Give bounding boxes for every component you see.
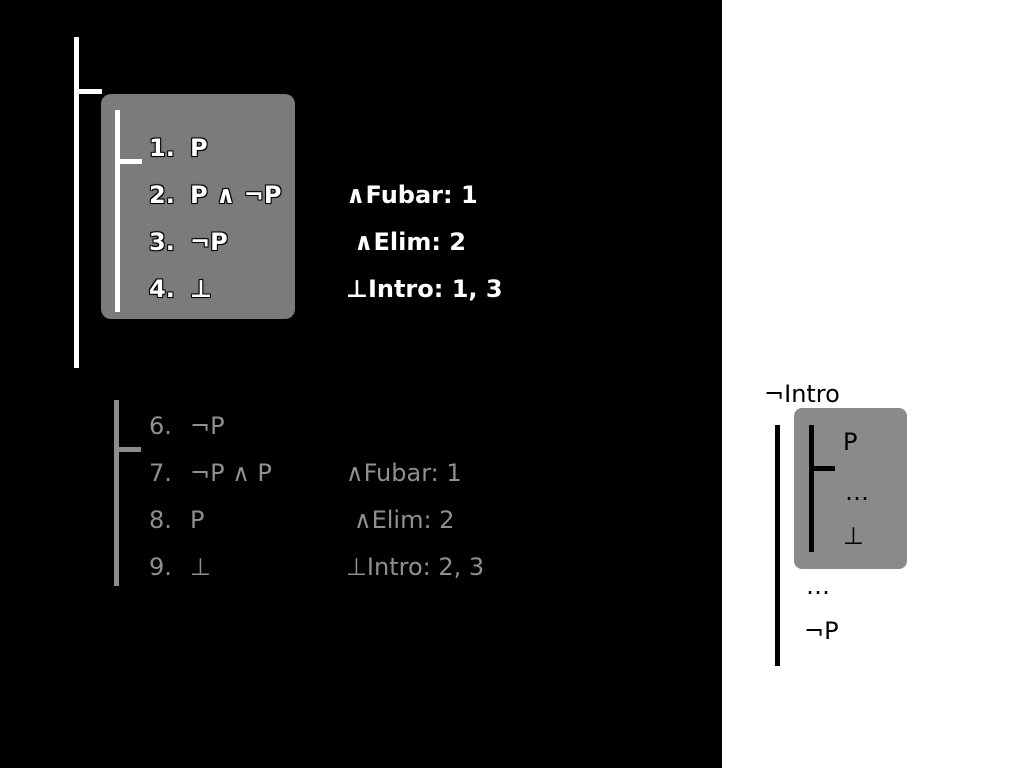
proof-line-3: 3. ¬P ∧Elim: 2: [0, 227, 720, 257]
formula: P: [190, 506, 205, 534]
formula: ¬P: [190, 228, 228, 256]
formula: P: [190, 134, 208, 162]
formula: ⊥: [190, 275, 212, 303]
proof-line-9: 9. ⊥ ⊥Intro: 2, 3: [0, 552, 720, 582]
rule-outer-ellipsis: …: [806, 572, 830, 600]
subproof-one-tick: [115, 159, 142, 164]
proof-line-2: 2. P ∧ ¬P ∧Fubar: 1: [0, 180, 720, 210]
proof-line-8: 8. P ∧Elim: 2: [0, 505, 720, 535]
line-number: 1.: [149, 134, 175, 162]
rule-contradiction: ⊥: [843, 522, 864, 550]
rule-title: ¬Intro: [764, 380, 840, 408]
subproof-one-box: [101, 94, 295, 319]
rule-subproof-tick: [809, 466, 835, 471]
subproof-one-line: [115, 110, 120, 312]
subproof-two-line: [114, 400, 119, 586]
subproof-two-tick: [114, 447, 141, 452]
justification: ∧Fubar: 1: [346, 181, 478, 209]
line-number: 4.: [149, 275, 175, 303]
proof-line-1: 1. P: [0, 133, 720, 163]
line-number: 2.: [149, 181, 175, 209]
justification: ∧Fubar: 1: [346, 459, 462, 487]
rule-schema-panel: [722, 0, 1024, 768]
line-number: 3.: [149, 228, 175, 256]
rule-conclusion: ¬P: [804, 617, 839, 645]
outer-scope-tick: [74, 89, 102, 94]
rule-subproof-line: [809, 425, 814, 552]
proof-line-7: 7. ¬P ∧ P ∧Fubar: 1: [0, 458, 720, 488]
formula: ¬P: [190, 412, 225, 440]
line-number: 8.: [149, 506, 172, 534]
outer-scope-line: [74, 37, 79, 368]
rule-inner-ellipsis: …: [845, 478, 869, 506]
rule-assumption: P: [843, 428, 858, 456]
formula: ⊥: [190, 553, 211, 581]
proof-line-4: 4. ⊥ ⊥Intro: 1, 3: [0, 274, 720, 304]
justification: ⊥Intro: 2, 3: [346, 553, 485, 581]
justification: ⊥Intro: 1, 3: [346, 275, 503, 303]
proof-line-6: 6. ¬P: [0, 411, 720, 441]
formula: P ∧ ¬P: [190, 181, 282, 209]
justification: ∧Elim: 2: [354, 228, 466, 256]
justification: ∧Elim: 2: [354, 506, 455, 534]
rule-outer-scope-line: [775, 425, 780, 666]
formula: ¬P ∧ P: [190, 459, 272, 487]
line-number: 7.: [149, 459, 172, 487]
line-number: 6.: [149, 412, 172, 440]
line-number: 9.: [149, 553, 172, 581]
